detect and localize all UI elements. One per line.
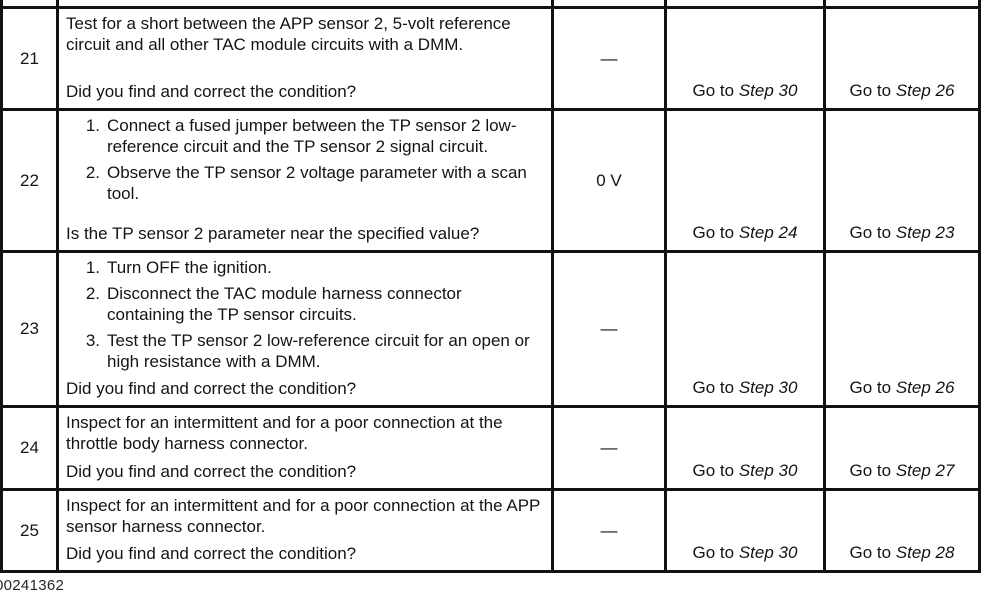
goto-no-text: Go to Step 26 <box>849 378 955 397</box>
action-question: Did you find and correct the condition? <box>66 82 357 101</box>
list-item-number: 3. <box>85 331 100 350</box>
table-row: 23 1. Turn OFF the ignition. 2. Disconnect … <box>3 250 978 405</box>
no-cell: Go to Step 27 <box>823 408 978 488</box>
action-paragraph: Inspect for an intermittent and for a po… <box>66 413 503 453</box>
value-text: 0 V <box>596 170 622 190</box>
action-question: Is the TP sensor 2 parameter near the sp… <box>66 224 480 243</box>
goto-yes-text: Go to Step 24 <box>692 223 798 242</box>
action-list-item: 2. Disconnect the TAC module harness conn… <box>82 283 541 325</box>
action-list-item: 2. Observe the TP sensor 2 voltage parame… <box>82 162 541 204</box>
goto-yes-text: Go to Step 30 <box>692 461 798 480</box>
step-number: 24 <box>20 438 39 457</box>
step-number: 22 <box>20 170 39 190</box>
no-cell: Go to Step 26 <box>823 9 978 108</box>
list-item-text: Connect a fused jumper between the TP se… <box>107 116 517 156</box>
goto-yes-text: Go to Step 30 <box>692 81 798 100</box>
action-body: 1. Turn OFF the ignition. 2. Disconnect the… <box>66 257 541 377</box>
action-question: Did you find and correct the condition? <box>66 544 357 563</box>
table-row: 25 Inspect for an intermittent and for a… <box>3 488 978 570</box>
goto-no-text: Go to Step 28 <box>849 543 955 562</box>
value-text: — <box>600 520 618 540</box>
value-text: — <box>600 438 618 457</box>
list-item-number: 1. <box>85 258 100 277</box>
action-list-item: 1. Turn OFF the ignition. <box>82 257 541 278</box>
column-divider-stub <box>0 0 3 7</box>
list-item-number: 1. <box>85 116 100 135</box>
column-divider-stub <box>664 0 667 7</box>
table-row: 21 Test for a short between the APP sens… <box>3 9 978 108</box>
value-cell: — <box>551 491 664 570</box>
action-body: Test for a short between the APP sensor … <box>66 13 541 55</box>
step-number: 21 <box>20 48 39 68</box>
step-number: 25 <box>20 520 39 540</box>
step-number: 23 <box>20 319 39 338</box>
no-cell: Go to Step 28 <box>823 491 978 570</box>
no-cell: Go to Step 23 <box>823 111 978 250</box>
action-cell: Test for a short between the APP sensor … <box>56 9 551 108</box>
action-paragraph: Test for a short between the APP sensor … <box>66 14 511 54</box>
action-list-item: 3. Test the TP sensor 2 low-reference cir… <box>82 330 541 372</box>
action-list-item: 1. Connect a fused jumper between the TP … <box>82 115 541 157</box>
goto-yes-text: Go to Step 30 <box>692 543 798 562</box>
list-item-number: 2. <box>85 163 100 182</box>
diagnostic-table: 21 Test for a short between the APP sens… <box>0 6 981 573</box>
yes-cell: Go to Step 24 <box>664 111 823 250</box>
value-text: — <box>600 319 618 338</box>
action-body: Inspect for an intermittent and for a po… <box>66 495 541 537</box>
value-cell: — <box>551 253 664 405</box>
step-cell: 22 <box>3 111 56 250</box>
goto-no-text: Go to Step 26 <box>849 81 955 100</box>
column-divider-stub <box>56 0 59 7</box>
value-text: — <box>600 48 618 68</box>
value-cell: — <box>551 408 664 488</box>
action-cell: 1. Turn OFF the ignition. 2. Disconnect the… <box>56 253 551 405</box>
goto-yes-text: Go to Step 30 <box>692 378 798 397</box>
yes-cell: Go to Step 30 <box>664 408 823 488</box>
column-divider-stub <box>823 0 826 7</box>
action-body: Inspect for an intermittent and for a po… <box>66 412 541 454</box>
action-question: Did you find and correct the condition? <box>66 462 357 481</box>
action-body: 1. Connect a fused jumper between the TP … <box>66 115 541 209</box>
yes-cell: Go to Step 30 <box>664 9 823 108</box>
list-item-number: 2. <box>85 284 100 303</box>
value-cell: — <box>551 9 664 108</box>
action-cell: 1. Connect a fused jumper between the TP … <box>56 111 551 250</box>
no-cell: Go to Step 26 <box>823 253 978 405</box>
action-paragraph: Inspect for an intermittent and for a po… <box>66 496 541 536</box>
step-cell: 21 <box>3 9 56 108</box>
yes-cell: Go to Step 30 <box>664 253 823 405</box>
list-item-text: Observe the TP sensor 2 voltage paramete… <box>107 163 527 203</box>
footer-code: 00241362 <box>0 577 65 594</box>
goto-no-text: Go to Step 23 <box>849 223 955 242</box>
yes-cell: Go to Step 30 <box>664 491 823 570</box>
table-row: 22 1. Connect a fused jumper between the … <box>3 108 978 250</box>
column-divider-stub <box>551 0 554 7</box>
table-row: 24 Inspect for an intermittent and for a… <box>3 405 978 488</box>
column-divider-stub <box>978 0 981 7</box>
step-cell: 24 <box>3 408 56 488</box>
step-cell: 25 <box>3 491 56 570</box>
list-item-text: Turn OFF the ignition. <box>107 258 272 277</box>
step-cell: 23 <box>3 253 56 405</box>
goto-no-text: Go to Step 27 <box>849 461 955 480</box>
action-cell: Inspect for an intermittent and for a po… <box>56 491 551 570</box>
list-item-text: Test the TP sensor 2 low-reference circu… <box>107 331 530 371</box>
action-question: Did you find and correct the condition? <box>66 379 357 398</box>
action-cell: Inspect for an intermittent and for a po… <box>56 408 551 488</box>
value-cell: 0 V <box>551 111 664 250</box>
list-item-text: Disconnect the TAC module harness connec… <box>107 284 462 324</box>
